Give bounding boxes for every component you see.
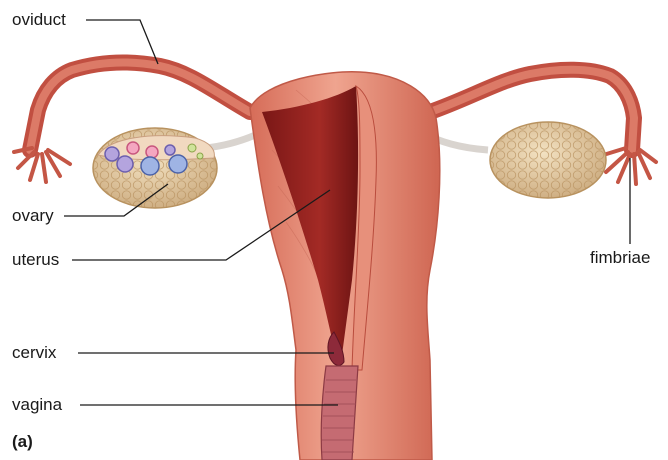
label-ovary: ovary: [12, 207, 54, 224]
uterus: [250, 72, 440, 460]
label-uterus: uterus: [12, 251, 59, 268]
right-ovary: [490, 122, 606, 198]
vaginal-canal: [321, 366, 358, 460]
left-ovary: [93, 128, 217, 208]
left-fimbriae: [14, 148, 70, 182]
label-vagina: vagina: [12, 396, 62, 413]
label-oviduct: oviduct: [12, 11, 66, 28]
right-fimbriae: [600, 148, 656, 184]
label-cervix: cervix: [12, 344, 56, 361]
panel-label: (a): [12, 433, 33, 450]
label-fimbriae: fimbriae: [590, 249, 650, 266]
